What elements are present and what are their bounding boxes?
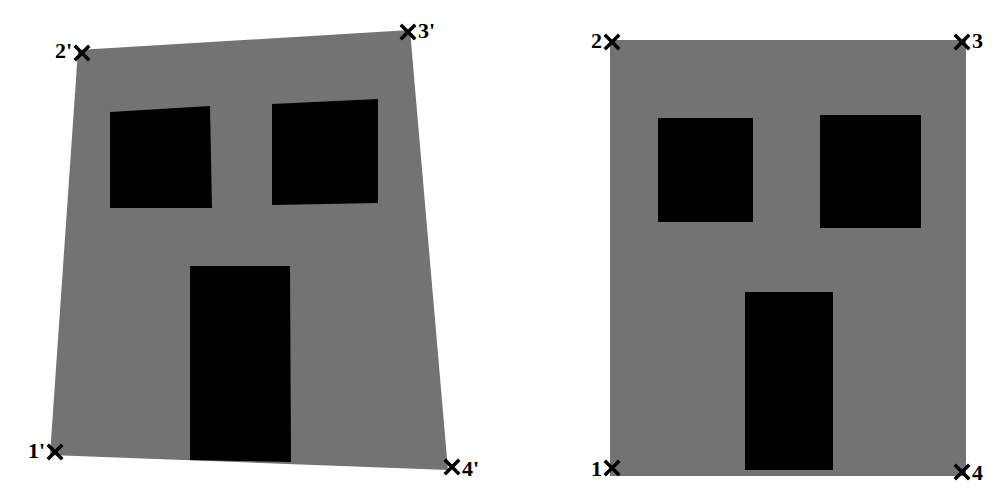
cross-mark — [606, 462, 618, 474]
corner-label: 2' — [55, 40, 72, 62]
cross-mark — [606, 36, 618, 48]
cross-mark — [402, 26, 414, 38]
corner-marks — [49, 26, 968, 478]
door — [745, 292, 833, 470]
cross-mark — [76, 47, 88, 59]
cross-mark — [446, 461, 458, 473]
window — [110, 106, 212, 208]
rectified-facade — [610, 40, 966, 476]
corner-label: 3 — [972, 30, 983, 52]
corner-label: 1 — [591, 458, 602, 480]
window — [272, 99, 378, 205]
window — [820, 115, 921, 228]
cross-mark — [606, 462, 618, 474]
cross-mark — [956, 36, 968, 48]
corner-label: 2 — [591, 30, 602, 52]
corner-label: 4 — [972, 462, 983, 484]
distorted-facade — [50, 30, 448, 470]
corner-label: 1' — [28, 440, 45, 462]
cross-mark — [956, 466, 968, 478]
cross-mark — [402, 26, 414, 38]
corner-label: 4' — [462, 458, 479, 480]
corner-label: 3' — [418, 20, 435, 42]
cross-mark — [76, 47, 88, 59]
window — [658, 118, 753, 222]
cross-mark — [446, 461, 458, 473]
cross-mark — [49, 446, 61, 458]
door — [190, 266, 291, 462]
cross-mark — [49, 446, 61, 458]
cross-mark — [956, 36, 968, 48]
cross-mark — [956, 466, 968, 478]
cross-mark — [606, 36, 618, 48]
